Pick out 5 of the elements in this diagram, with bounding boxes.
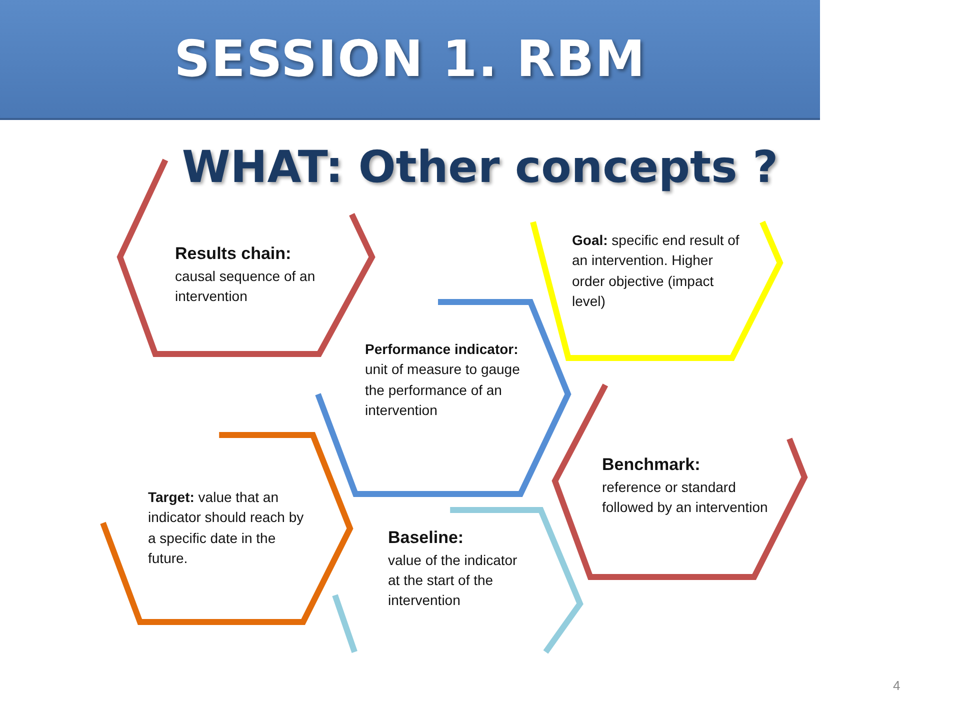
page-number: 4 bbox=[893, 678, 900, 693]
concept-definition: Target: value that an indicator should reach by a specific date in the future. bbox=[148, 488, 305, 568]
concept-definition: Goal: specific end result of an intervention. Higher order objective (impact level) bbox=[572, 231, 740, 311]
slide-title: SESSION 1. RBM bbox=[174, 30, 646, 88]
slide-subtitle: WHAT: Other concepts ? bbox=[180, 142, 780, 193]
